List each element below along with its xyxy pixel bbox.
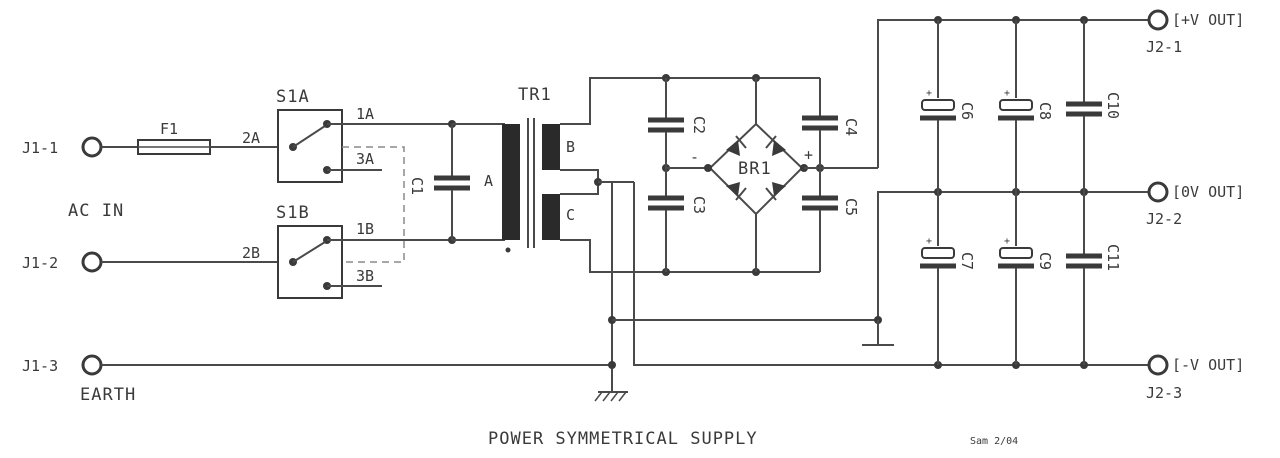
label-pin-3a: 3A bbox=[356, 150, 374, 168]
label-j2-3: J2-3 bbox=[1146, 384, 1182, 402]
label-out-neg: [-V OUT] bbox=[1172, 356, 1244, 374]
label-c7-plus: + bbox=[926, 236, 932, 247]
terminal-j1-3 bbox=[81, 354, 103, 376]
switch-mechanical-link bbox=[342, 146, 405, 263]
label-c9-plus: + bbox=[1004, 236, 1010, 247]
label-winding-b: B bbox=[566, 138, 575, 156]
label-pin-2b: 2B bbox=[242, 244, 260, 262]
transformer-secondary-b bbox=[542, 124, 560, 170]
label-pin-1b: 1B bbox=[356, 220, 374, 238]
bridge-rectifier-br1 bbox=[708, 122, 804, 216]
label-pin-3b: 3B bbox=[356, 267, 374, 285]
label-j1-2: J1-2 bbox=[22, 254, 58, 272]
label-c6-plus: + bbox=[926, 88, 932, 99]
label-ac-in: AC IN bbox=[68, 201, 124, 221]
label-s1a: S1A bbox=[276, 87, 310, 107]
terminal-j2-3 bbox=[1147, 354, 1169, 376]
diagram-title: POWER SYMMETRICAL SUPPLY bbox=[488, 429, 758, 449]
label-c1: C1 bbox=[408, 177, 426, 195]
label-c5: C5 bbox=[842, 198, 860, 216]
label-bridge-plus: + bbox=[804, 146, 813, 164]
transformer-secondary-c bbox=[542, 194, 560, 240]
label-j2-1: J2-1 bbox=[1146, 38, 1182, 56]
label-tr1: TR1 bbox=[518, 85, 552, 105]
label-c7: C7 bbox=[958, 252, 976, 270]
label-earth: EARTH bbox=[80, 385, 136, 405]
label-out-zero: [0V OUT] bbox=[1172, 183, 1244, 201]
transformer-primary-winding bbox=[502, 124, 520, 240]
label-c2: C2 bbox=[690, 116, 708, 134]
label-c8-plus: + bbox=[1004, 88, 1010, 99]
terminal-j1-1 bbox=[81, 136, 103, 158]
terminal-j1-2 bbox=[81, 251, 103, 273]
label-br1: BR1 bbox=[738, 159, 772, 179]
label-c11: C11 bbox=[1104, 244, 1122, 271]
label-c3: C3 bbox=[690, 196, 708, 214]
label-j1-3: J1-3 bbox=[22, 357, 58, 375]
terminal-j2-2 bbox=[1147, 181, 1169, 203]
label-c10: C10 bbox=[1104, 92, 1122, 119]
label-s1b: S1B bbox=[276, 203, 310, 223]
earth-ground-icon bbox=[594, 391, 628, 402]
label-j1-1: J1-1 bbox=[22, 139, 58, 157]
label-winding-c: C bbox=[566, 206, 575, 224]
label-out-pos: [+V OUT] bbox=[1172, 11, 1244, 29]
switch-s1b bbox=[277, 225, 343, 299]
label-c4: C4 bbox=[842, 118, 860, 136]
label-f1: F1 bbox=[160, 120, 178, 138]
author-signature: Sam 2/04 bbox=[970, 436, 1018, 447]
label-bridge-minus: - bbox=[690, 148, 699, 166]
label-winding-a: A bbox=[484, 172, 493, 190]
label-pin-1a: 1A bbox=[356, 105, 374, 123]
label-c9: C9 bbox=[1036, 252, 1054, 270]
label-c8: C8 bbox=[1036, 102, 1054, 120]
switch-s1a bbox=[277, 109, 343, 183]
label-j2-2: J2-2 bbox=[1146, 210, 1182, 228]
label-pin-2a: 2A bbox=[242, 129, 260, 147]
label-c6: C6 bbox=[958, 102, 976, 120]
terminal-j2-1 bbox=[1147, 9, 1169, 31]
